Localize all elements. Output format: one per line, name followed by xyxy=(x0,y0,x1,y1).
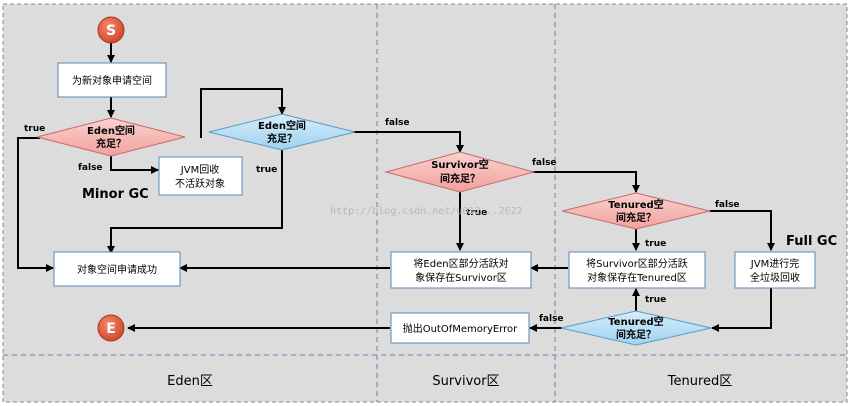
survivor-check-text-2: 间充足？ xyxy=(440,172,480,185)
survivor-check-text-1: Survivor空 xyxy=(431,158,489,171)
tenured-check-1-text-2: 间充足？ xyxy=(616,211,656,224)
zone-label-tenured: Tenured区 xyxy=(667,374,733,389)
watermark: http://blog.csdn.net/u012...2622 xyxy=(330,206,523,217)
tenured-check-2-text-1: Tenured空 xyxy=(608,315,663,328)
zone-label-eden: Eden区 xyxy=(167,374,213,389)
jvm-gc-text-1: JVM回收 xyxy=(180,163,219,176)
edge-label-true-eden2: true xyxy=(256,165,277,175)
zone-label-survivor: Survivor区 xyxy=(432,374,499,389)
start-label: S xyxy=(106,23,116,39)
move-to-tenured-box: 将Survivor区部分活跃 对象保存在Tenured区 xyxy=(568,251,706,289)
start-terminal: S xyxy=(97,16,125,44)
end-label: E xyxy=(106,321,116,337)
alloc-new-box: 为新对象申请空间 xyxy=(57,62,167,98)
edge-label-true-survivor: true xyxy=(466,208,487,218)
full-gc-text-2: 全垃圾回收 xyxy=(750,271,800,284)
full-gc-box: JVM进行完 全垃圾回收 xyxy=(734,251,816,289)
tenured-check-2-text-2: 间充足？ xyxy=(616,328,656,341)
tenured-check-diamond-2: Tenured空 间充足？ xyxy=(560,310,712,346)
edge-label-false-tenured2: false xyxy=(539,314,564,324)
edge-label-false-eden2: false xyxy=(385,118,410,128)
alloc-new-text: 为新对象申请空间 xyxy=(72,74,152,87)
edge-label-false-survivor: false xyxy=(532,158,557,168)
eden-check-1-text-1: Eden空间 xyxy=(87,124,135,137)
edge-label-true-tenured1: true xyxy=(645,239,666,249)
connectors xyxy=(17,43,775,332)
survivor-check-diamond: Survivor空 间充足？ xyxy=(384,151,536,193)
oom-text: 抛出OutOfMemoryError xyxy=(403,322,518,335)
jvm-gc-text-2: 不活跃对象 xyxy=(175,177,225,190)
edge-label-true-eden1: true xyxy=(24,124,45,134)
tenured-check-diamond-1: Tenured空 间充足？ xyxy=(561,192,711,230)
eden-check-2-text-2: 充足？ xyxy=(267,132,297,145)
move-to-tenured-text-1: 将Survivor区部分活跃 xyxy=(586,257,688,270)
minor-gc-label: Minor GC xyxy=(82,187,149,202)
oom-box: 抛出OutOfMemoryError xyxy=(390,312,530,344)
eden-check-diamond-1: Eden空间 充足？ xyxy=(36,117,186,157)
end-terminal: E xyxy=(97,314,125,342)
eden-check-2-text-1: Eden空间 xyxy=(258,119,306,132)
eden-check-1-text-2: 充足？ xyxy=(96,137,126,150)
move-to-survivor-text-1: 将Eden区部分活跃对 xyxy=(413,257,508,270)
eden-check-diamond-2: Eden空间 充足？ xyxy=(208,113,356,151)
alloc-ok-text: 对象空间申请成功 xyxy=(77,263,157,276)
edge-label-false-eden1: false xyxy=(78,163,103,173)
jvm-gc-box: JVM回收 不活跃对象 xyxy=(158,156,243,196)
edge-label-true-tenured2: true xyxy=(645,295,666,305)
alloc-ok-box: 对象空间申请成功 xyxy=(53,251,181,287)
move-to-survivor-text-2: 象保存在Survivor区 xyxy=(415,271,507,284)
move-to-tenured-text-2: 对象保存在Tenured区 xyxy=(587,271,687,284)
edge-labels: true false true false true false true fa… xyxy=(24,118,740,324)
move-to-survivor-box: 将Eden区部分活跃对 象保存在Survivor区 xyxy=(390,251,532,289)
tenured-check-1-text-1: Tenured空 xyxy=(608,198,663,211)
full-gc-text-1: JVM进行完 xyxy=(750,257,799,270)
edge-label-false-tenured1: false xyxy=(715,200,740,210)
full-gc-label: Full GC xyxy=(786,234,837,249)
